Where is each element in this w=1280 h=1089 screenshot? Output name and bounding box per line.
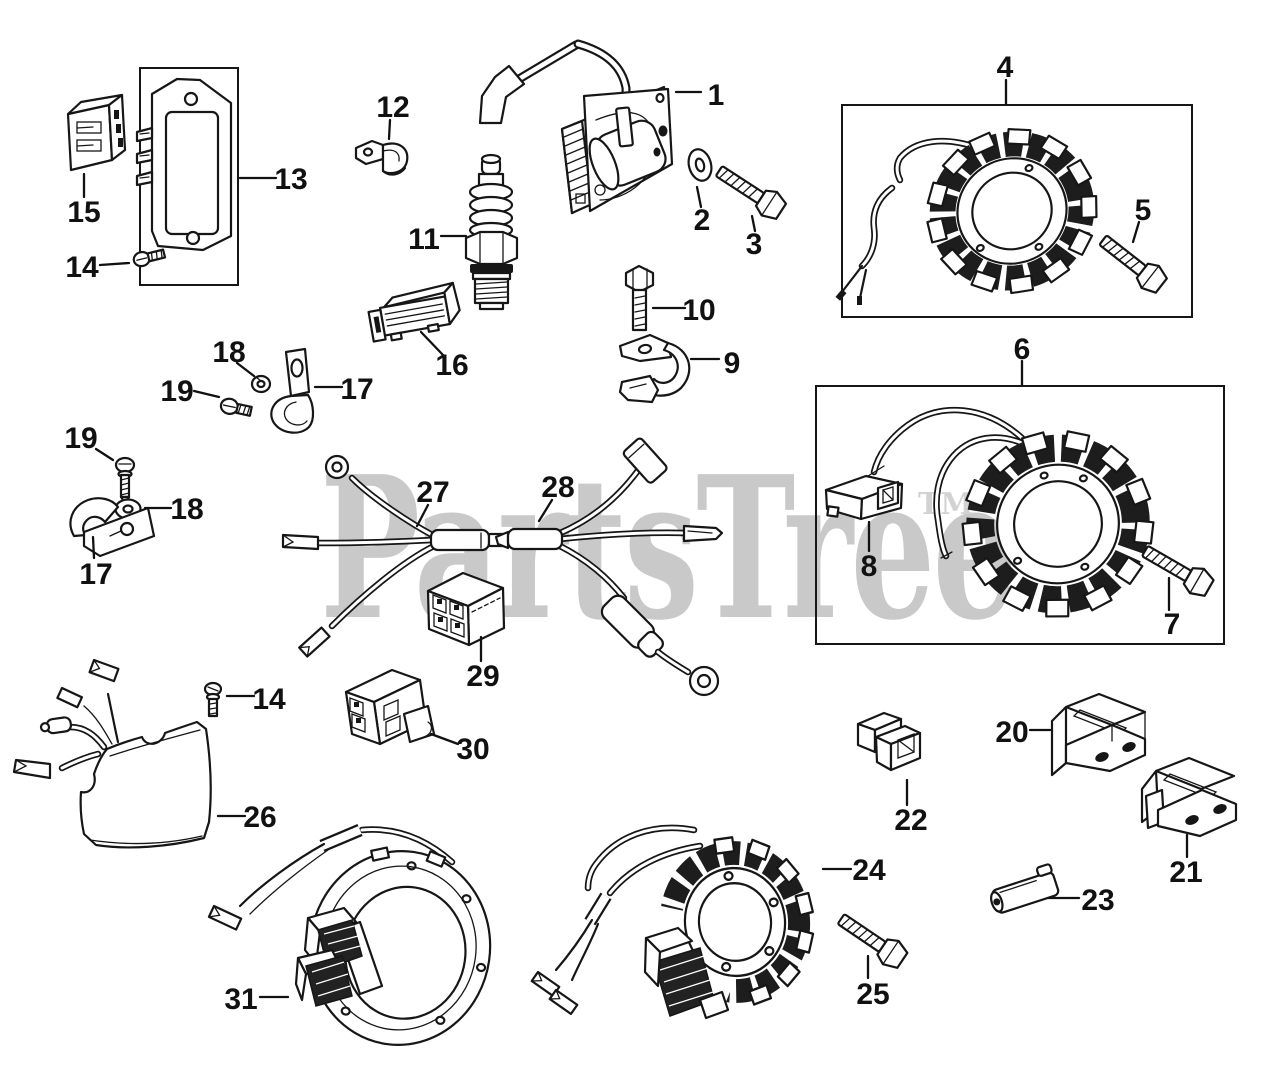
part-5-bolt-illustration [1093,227,1172,298]
part-callout-11: 11 [408,223,440,256]
part-22-connector-illustration [856,711,922,772]
leader-line-27 [415,503,430,528]
leader-line-19 [192,389,221,399]
part-callout-4: 4 [997,51,1014,84]
part-2-washer-illustration [687,148,713,182]
part-callout-25: 25 [856,978,889,1011]
part-7-bolt-illustration [1136,537,1218,602]
part-27-harness-illustration [281,454,505,658]
assembly-box-4 [841,104,1193,318]
part-17-bracket-illustration [270,347,315,434]
part-callout-18: 18 [212,336,245,369]
part-26-module-illustration [12,658,212,849]
part-18-washer-illustration [250,374,272,394]
part-12-clamp-illustration [354,139,409,176]
part-13-regulator-illustration [135,77,233,252]
leader-line-14 [98,261,131,267]
part-callout-31: 31 [224,983,257,1016]
part-callout-17: 17 [79,558,112,591]
part-19-screw-illustration [219,397,253,417]
part-callout-1: 1 [708,79,725,112]
leader-line-19 [94,447,115,462]
part-callout-2: 2 [694,204,711,237]
leader-line-3 [750,214,757,233]
part-24-stator-illustration [530,824,815,1021]
part-callout-7: 7 [1164,608,1181,641]
part-callout-24: 24 [852,854,886,887]
leader-line-28 [537,498,554,523]
part-callout-28: 28 [541,471,574,504]
part-callout-18: 18 [170,493,203,526]
part-callout-29: 29 [466,660,499,693]
part-callout-13: 13 [274,163,307,196]
part-callout-17: 17 [340,373,373,406]
part-callout-10: 10 [682,294,715,327]
part-31-stator-illustration [207,824,492,1046]
part-callout-27: 27 [416,476,449,509]
leader-line-30 [429,732,460,746]
part-callout-16: 16 [435,349,468,382]
part-28-harness-illustration [494,437,724,697]
part-callout-3: 3 [746,228,763,261]
part-callout-22: 22 [894,804,927,837]
part-callout-23: 23 [1081,884,1114,917]
part-15-connector-illustration [66,93,127,172]
part-1-ignition-coil-illustration [478,39,674,215]
watermark-tm: TM [918,487,974,522]
part-callout-12: 12 [376,91,409,124]
part-11-spark-plug-illustration [464,153,519,311]
part-9-clamp-illustration [618,333,691,404]
part-21-connector-illustration [1140,756,1238,838]
part-6-stator-illustration [867,406,1155,618]
assembly-box-6 [815,385,1225,645]
leader-line-16 [419,330,445,357]
part-29-connector-illustration [426,571,506,647]
part-4-stator-illustration [835,128,1098,305]
part-14-screw-illustration [132,248,167,268]
part-30-connector-illustration [344,668,436,746]
part-callout-6: 6 [1014,333,1031,366]
part-16-connector-illustration [367,281,461,343]
part-callout-19: 19 [160,375,193,408]
part-callout-19: 19 [64,422,97,455]
leader-line-12 [387,118,392,141]
part-callout-14: 14 [252,683,286,716]
part-10-bolt-illustration [624,264,655,332]
part-8-connector-illustration [824,474,904,521]
leader-line-5 [1131,220,1141,244]
part-callout-8: 8 [861,550,878,583]
part-19-screw-2-illustration [114,456,136,505]
part-14-screw-2-illustration [203,681,223,718]
part-17-clamp-illustration [69,497,156,558]
part-callout-9: 9 [724,347,741,380]
part-25-bolt-illustration [832,906,912,974]
part-callout-14: 14 [65,251,99,284]
part-callouts: 1234567891011121314151617181919181720212… [64,51,1202,1016]
part-callout-21: 21 [1169,856,1202,889]
part-callout-20: 20 [995,716,1028,749]
leader-line-2 [695,185,703,209]
part-20-connector-illustration [1050,692,1147,777]
part-callout-5: 5 [1135,194,1152,227]
part-callout-26: 26 [243,801,276,834]
part-23-terminal-illustration [990,863,1060,914]
part-3-bolt-illustration [710,158,790,225]
leader-line-17 [91,535,96,560]
part-callout-15: 15 [67,196,100,229]
leader-line-18 [235,361,256,378]
part-callout-30: 30 [456,733,489,766]
